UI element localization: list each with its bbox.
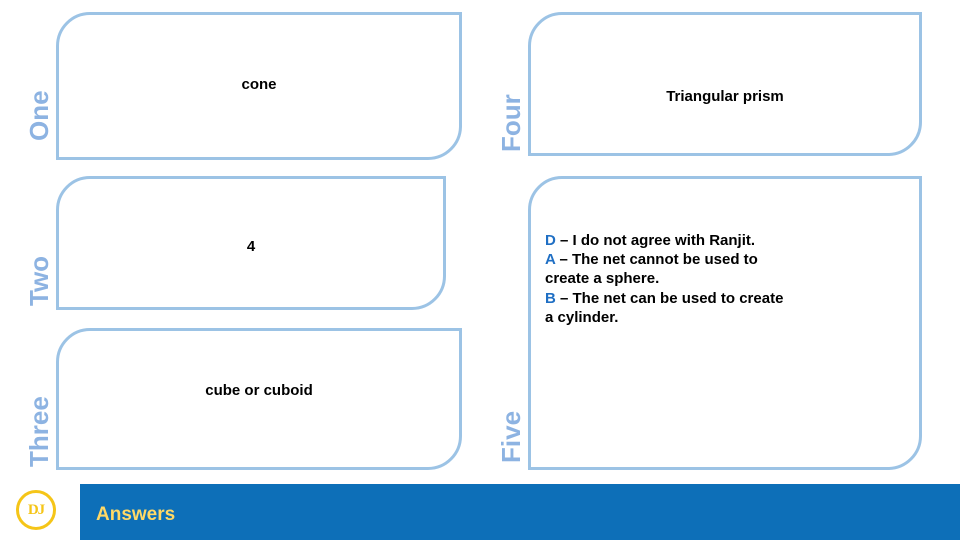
answer-box-three: cube or cuboid [56, 328, 462, 470]
answer-five-line-2: A – The net cannot be used to [545, 250, 905, 269]
label-four: Four [496, 94, 526, 152]
answer-four-text: Triangular prism [666, 88, 784, 105]
label-three: Three [24, 396, 54, 468]
answer-five-line-2-text: – The net cannot be used to [555, 251, 758, 269]
answer-box-four: Triangular prism [528, 12, 922, 156]
footer-bar [0, 484, 960, 540]
answer-five-line-1-text: – I do not agree with Ranjit. [555, 232, 756, 249]
answer-five-letter-b: B [545, 289, 556, 307]
footer-title: Answers [96, 504, 176, 525]
answer-three-text: cube or cuboid [205, 382, 313, 399]
answer-box-one: cone [56, 12, 462, 160]
answer-five-letter-d: D [545, 232, 556, 249]
answer-two-text: 4 [246, 238, 256, 255]
label-two: Two [24, 255, 54, 307]
answer-five-line-1: D – I do not agree with Ranjit. [545, 231, 905, 250]
dj-logo-icon: DJ [16, 490, 56, 530]
answer-five-line-3-text: – The net can be used to create [555, 289, 784, 307]
answer-five-line-3-cont: a cylinder. [545, 308, 619, 326]
answer-box-five: D – I do not agree with Ranjit. A – The … [528, 176, 922, 470]
answer-five-letter-a: A [545, 251, 556, 269]
dj-logo-text: DJ [27, 501, 45, 518]
answer-five-text: D – I do not agree with Ranjit. A – The … [545, 231, 905, 327]
label-five: Five [496, 410, 526, 464]
label-one: One [24, 90, 54, 142]
answer-five-line-3: B – The net can be used to create [545, 289, 905, 308]
answer-one-text: cone [241, 76, 277, 93]
answer-box-two: 4 [56, 176, 446, 310]
answer-five-line-2-cont: create a sphere. [545, 270, 660, 288]
